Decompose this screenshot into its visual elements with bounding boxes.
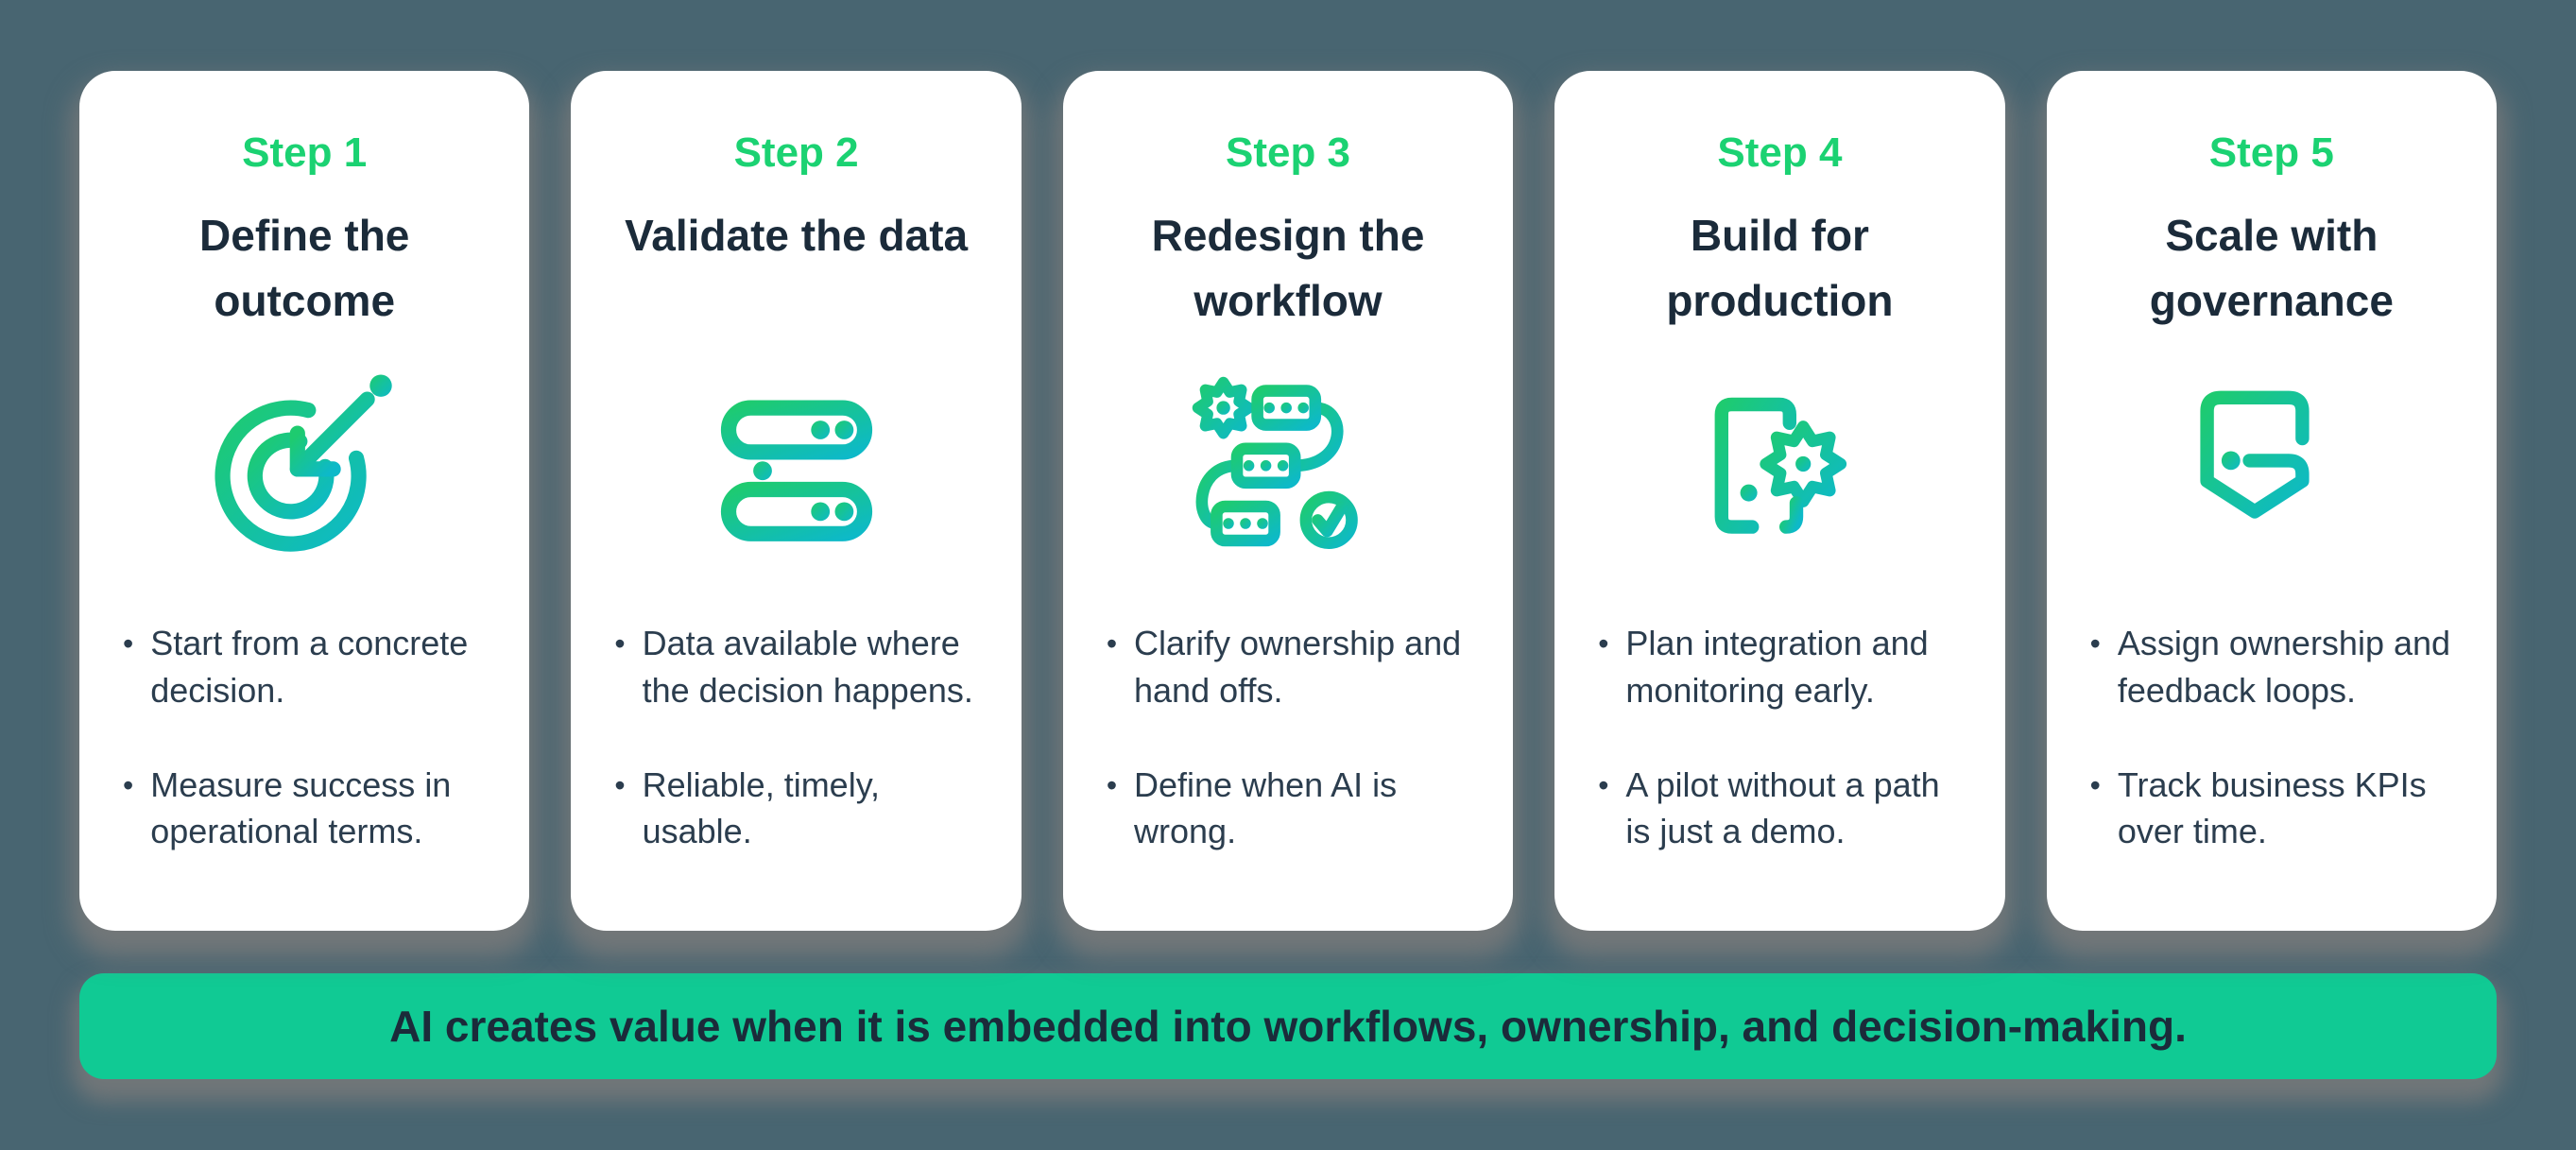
key-message-text: AI creates value when it is embedded int… xyxy=(389,1002,2187,1051)
bullet-list: Data available where the decision happen… xyxy=(609,620,983,902)
bullet-item: Measure success in operational terms. xyxy=(121,762,488,855)
device-gear-icon xyxy=(1677,370,1881,575)
target-arrow-icon xyxy=(202,370,406,575)
step-label: Step 5 xyxy=(2208,129,2334,176)
step-title: Scale with governance xyxy=(2149,211,2394,325)
bullet-item: Assign ownership and feedback loops. xyxy=(2088,620,2455,713)
step-label: Step 3 xyxy=(1225,129,1351,176)
step-label: Step 1 xyxy=(242,129,368,176)
steps-row: Step 1 Define the outcome Start from a c… xyxy=(0,0,2576,931)
bullet-item: Data available where the decision happen… xyxy=(612,620,979,713)
bullet-list: Assign ownership and feedback loops. Tra… xyxy=(2085,620,2459,902)
step-card-3: Step 3 Redesign the workflow xyxy=(1062,71,1514,931)
step-card-5: Step 5 Scale with governance Assign owne… xyxy=(2046,71,2498,931)
bullet-list: Start from a concrete decision. Measure … xyxy=(117,620,491,902)
server-stack-icon xyxy=(695,370,899,575)
step-title: Validate the data xyxy=(625,211,969,260)
bullet-item: A pilot without a path is just a demo. xyxy=(1596,762,1963,855)
step-title: Redesign the workflow xyxy=(1151,211,1425,325)
shield-g-icon xyxy=(2170,370,2374,575)
bullet-item: Reliable, timely, usable. xyxy=(612,762,979,855)
step-card-1: Step 1 Define the outcome Start from a c… xyxy=(79,71,530,931)
bullet-item: Clarify ownership and hand offs. xyxy=(1105,620,1471,713)
key-message-banner: AI creates value when it is embedded int… xyxy=(79,973,2497,1079)
step-title: Build for production xyxy=(1666,211,1894,325)
bullet-item: Track business KPIs over time. xyxy=(2088,762,2455,855)
step-card-4: Step 4 Build for production Plan integra… xyxy=(1554,71,2005,931)
step-label: Step 2 xyxy=(733,129,859,176)
bullet-list: Plan integration and monitoring early. A… xyxy=(1592,620,1966,902)
bullet-item: Define when AI is wrong. xyxy=(1105,762,1471,855)
bullet-list: Clarify ownership and hand offs. Define … xyxy=(1101,620,1475,902)
workflow-icon xyxy=(1186,370,1390,575)
step-title: Define the outcome xyxy=(199,211,410,325)
bullet-item: Start from a concrete decision. xyxy=(121,620,488,713)
step-label: Step 4 xyxy=(1717,129,1843,176)
bullet-item: Plan integration and monitoring early. xyxy=(1596,620,1963,713)
step-card-2: Step 2 Validate the data Data available … xyxy=(571,71,1022,931)
